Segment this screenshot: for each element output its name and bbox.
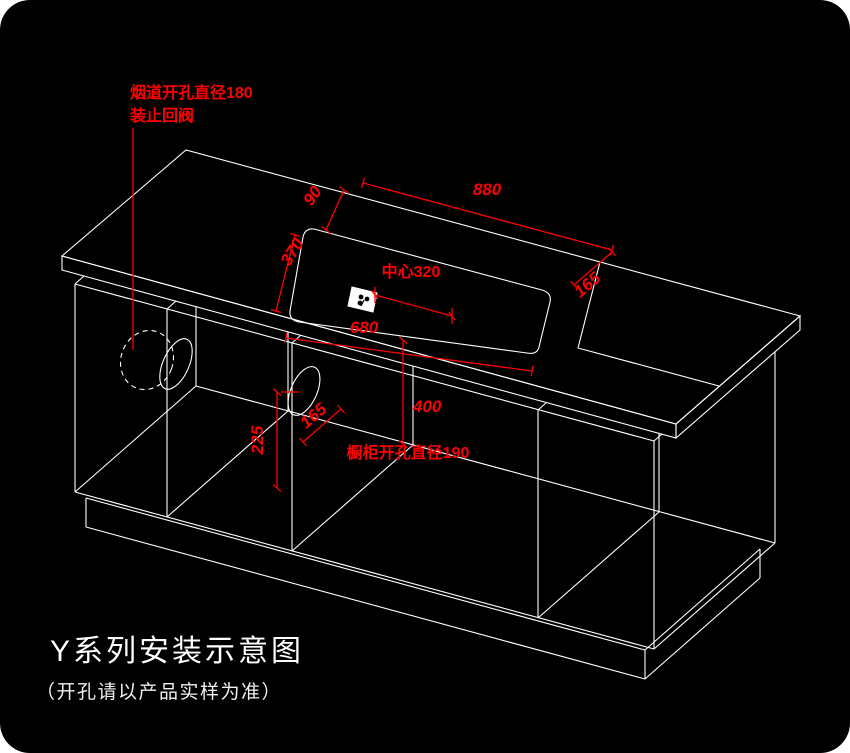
partition-right [537, 402, 660, 619]
dim-880-label: 880 [473, 180, 502, 199]
flue-hole-dashed-circle [119, 329, 175, 391]
flue-note-line1: 烟道开孔直径180 [130, 83, 253, 102]
cabinet-hole-label: 橱柜开孔直径190 [347, 443, 470, 462]
partition-left [166, 300, 289, 518]
hob-symbol-box [347, 286, 378, 313]
plinth [85, 497, 761, 680]
dim-165-right-line [570, 247, 616, 290]
dim-400-line [398, 336, 408, 448]
side-hole-middle [287, 366, 321, 416]
dim-165-left-line [299, 404, 345, 447]
diagram-subtitle: （开孔请以产品实样为准） [36, 681, 282, 703]
dim-225-line [272, 388, 299, 492]
hob-symbol-icon [357, 294, 370, 307]
dim-680-label: 680 [350, 318, 379, 337]
worktop-cutout [289, 228, 551, 354]
countertop-joint-lines [577, 261, 720, 387]
dim-370-line [270, 232, 301, 314]
dim-center320-label: 中心320 [382, 262, 441, 281]
side-hole-left [159, 338, 193, 390]
dim-680-line [284, 332, 534, 377]
diagram-title: Y系列安装示意图 [50, 635, 304, 668]
dim-400-label: 400 [412, 397, 442, 416]
flue-note-line2: 装止回阀 [129, 106, 194, 125]
cabinet-body-frame [74, 275, 776, 650]
dim-center320-line [371, 287, 456, 324]
dim-90-line [321, 185, 349, 235]
dim-225-label: 225 [248, 425, 267, 455]
countertop-right-face [675, 314, 801, 440]
